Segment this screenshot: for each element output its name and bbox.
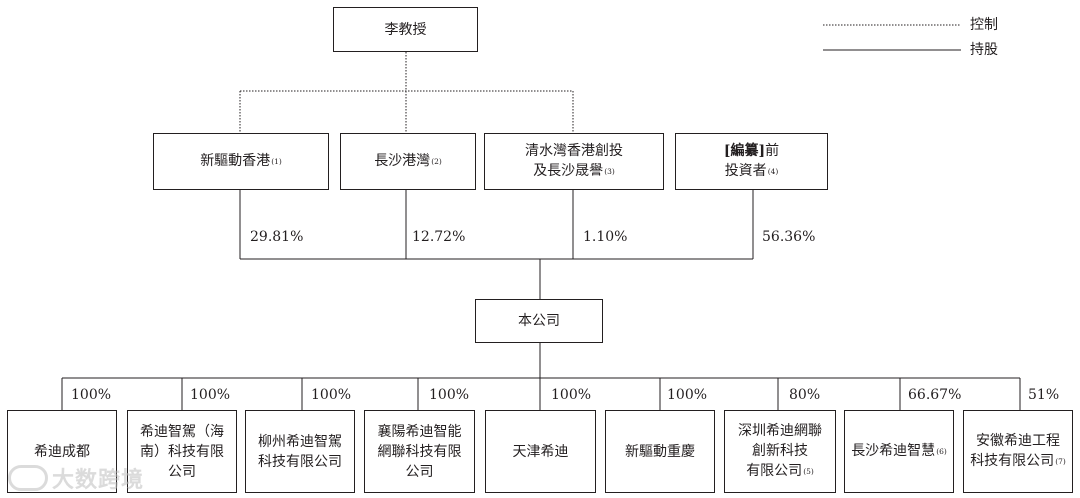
subsidiary-name-line1: 希迪成都 (34, 443, 90, 460)
subsidiary-node: 襄陽希迪智能 網聯科技有限 公司 (364, 410, 475, 493)
footnote-marker: (1) (271, 156, 282, 166)
watermark-text: 大数跨境 (52, 468, 145, 493)
subsidiary-node: 希迪成都 (7, 410, 117, 493)
company-node: 本公司 (475, 299, 603, 343)
control-lines (239, 52, 574, 133)
subsidiary-name-line3: 有限公司 (746, 462, 803, 479)
shareholding-pct: 12.72% (412, 229, 466, 245)
footnote-marker: (7) (1055, 456, 1066, 466)
subsidiary-pct: 100% (667, 387, 708, 403)
watermark-logo-icon (8, 465, 48, 491)
subsidiary-name-line3: 公司 (168, 463, 196, 480)
subsidiary-name-line2: 南）科技有限 (140, 443, 224, 460)
redacted-tag: [編纂] (723, 142, 766, 159)
subsidiary-name-line1: 深圳希迪網聯 (738, 422, 822, 439)
subsidiary-name-line2: 創新科技 (752, 442, 808, 459)
subsidiary-node: 柳州希迪智駕 科技有限公司 (245, 410, 355, 493)
subsidiary-node: 新驅動重慶 (605, 410, 715, 493)
footnote-marker: (2) (431, 156, 442, 166)
subsidiary-name-line2: 科技有限公司 (970, 452, 1055, 469)
subsidiary-pct: 66.67% (908, 387, 962, 403)
subsidiary-name-line1: 長沙希迪智慧 (851, 442, 936, 459)
subsidiary-name-line2: 科技有限公司 (258, 453, 342, 470)
subsidiary-node: 安徽希迪工程 科技有限公司(7) (963, 410, 1073, 493)
subsidiary-name-line1: 柳州希迪智駕 (258, 433, 342, 450)
shareholder-name: 長沙港灣 (374, 152, 431, 169)
footnote-marker: (4) (767, 166, 779, 176)
shareholder-name-line2: 及長沙晟譽 (533, 162, 604, 179)
shareholder-node: 清水灣香港創投 及長沙晟譽(3) (484, 133, 664, 190)
subsidiary-name-line1: 希迪智駕（海 (140, 423, 224, 440)
holding-lines (61, 190, 1021, 410)
shareholder-node: [編纂]前 投資者(4) (675, 133, 828, 190)
subsidiary-node: 深圳希迪網聯 創新科技 有限公司(5) (724, 410, 836, 493)
subsidiary-pct: 100% (311, 387, 352, 403)
legend-control-label: 控制 (970, 17, 998, 33)
footnote-marker: (5) (803, 466, 814, 476)
subsidiary-node: 天津希迪 (485, 410, 596, 493)
watermark: 大数跨境 (8, 462, 144, 494)
subsidiary-name-line1: 襄陽希迪智能 (377, 423, 462, 440)
shareholding-pct: 56.36% (762, 229, 816, 245)
legend-hold-label: 持股 (970, 42, 998, 58)
shareholder-node: 長沙港灣(2) (340, 133, 476, 190)
subsidiary-pct: 51% (1028, 387, 1060, 403)
subsidiary-name-line1: 新驅動重慶 (625, 443, 695, 460)
subsidiary-pct: 100% (551, 387, 592, 403)
shareholder-name-line1: 清水灣香港創投 (525, 142, 623, 159)
subsidiary-name-line1: 安徽希迪工程 (976, 432, 1060, 449)
shareholding-pct: 29.81% (250, 229, 304, 245)
subsidiary-pct: 100% (71, 387, 112, 403)
shareholder-name-line2: 投資者 (724, 162, 767, 179)
subsidiary-pct: 100% (190, 387, 231, 403)
subsidiary-name-line3: 公司 (405, 463, 434, 480)
shareholder-name: 新驅動香港 (200, 152, 271, 169)
professor-li-label: 李教授 (384, 21, 427, 38)
company-label: 本公司 (518, 313, 560, 329)
subsidiary-name-line2: 網聯科技有限 (377, 443, 462, 460)
subsidiary-name-line1: 天津希迪 (512, 443, 569, 460)
subsidiary-node: 長沙希迪智慧(6) (844, 410, 954, 493)
subsidiary-node: 希迪智駕（海 南）科技有限 公司 (127, 410, 237, 493)
shareholder-name-line1: 前 (765, 142, 780, 159)
footnote-marker: (6) (936, 446, 947, 456)
professor-li-node: 李教授 (333, 7, 478, 52)
footnote-marker: (3) (604, 166, 615, 176)
shareholding-pct: 1.10% (583, 229, 628, 245)
subsidiary-pct: 100% (429, 387, 470, 403)
subsidiary-pct: 80% (789, 387, 821, 403)
shareholder-node: 新驅動香港(1) (153, 133, 329, 190)
